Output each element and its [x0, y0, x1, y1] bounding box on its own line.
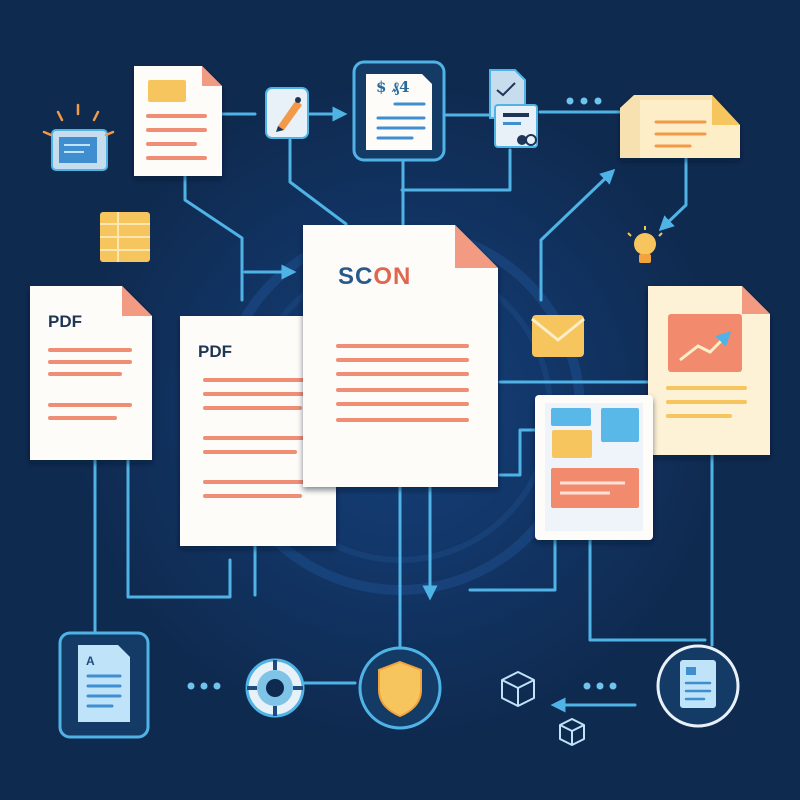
contract-document-label: A: [86, 654, 95, 668]
ellipsis-dots: [187, 97, 617, 690]
main-document-title: SCON: [338, 263, 411, 291]
invoice-icon: [352, 60, 446, 162]
connector-stack-to-center: [400, 148, 512, 192]
email-envelope-icon: [531, 315, 585, 357]
table-icon: [100, 212, 150, 262]
invoice-label: $ ₰4: [376, 78, 410, 96]
connector-left-doc-branch: [126, 458, 232, 599]
lightbulb-icon: [627, 226, 663, 263]
main-title-part2: ON: [373, 263, 412, 290]
document-stack-icon: [489, 69, 538, 148]
folder-icon: [620, 95, 740, 158]
connector-lines: [93, 106, 714, 713]
main-document: [303, 225, 498, 487]
contract-icon: [656, 644, 740, 728]
pen-tool-icon: [265, 87, 309, 139]
connector-folder-to-bulb: [658, 155, 688, 232]
growth-chart-icon: [648, 286, 770, 455]
connector-arrow-up-right: [539, 168, 616, 302]
lifebuoy-icon: [245, 658, 305, 718]
top-document-icon: [134, 66, 222, 176]
connector-top-doc-down: [183, 173, 244, 302]
projector-icon: [42, 103, 115, 171]
connector-dashboard-down: [588, 538, 707, 642]
shield-icon: [358, 646, 442, 730]
main-title-part1: SC: [338, 263, 374, 290]
connector-main-side: [498, 428, 537, 477]
small-cube-icon: [559, 718, 585, 746]
pdf-center-label: PDF: [198, 342, 232, 361]
pdf-document-left: [30, 286, 152, 460]
contract-document-icon: [58, 631, 150, 739]
connector-dashboard-left: [468, 538, 557, 592]
pdf-document-center: [180, 316, 336, 546]
cube-icon: [501, 671, 535, 707]
pdf-left-label: PDF: [48, 312, 82, 331]
dashboard-icon: [535, 395, 653, 540]
